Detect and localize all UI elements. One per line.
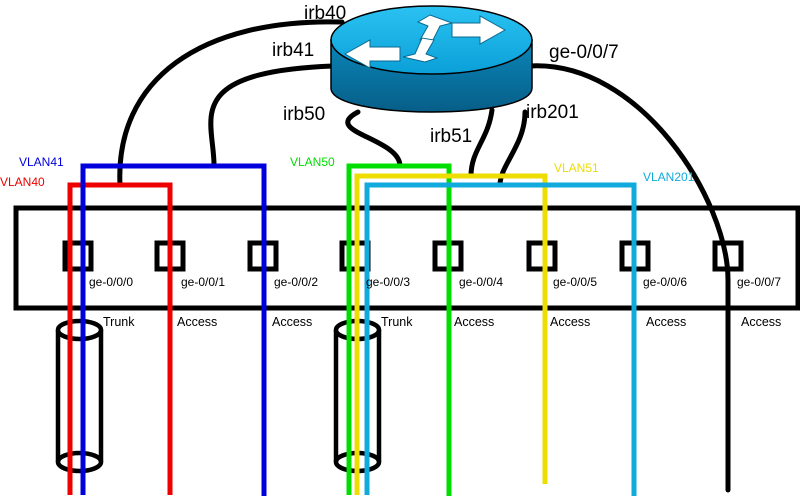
port-mode-label: Access <box>646 315 686 329</box>
label-irb201: irb201 <box>526 102 579 123</box>
port-label: ge-0/0/2 <box>274 275 318 289</box>
label-vlan40: VLAN40 <box>0 175 45 189</box>
vlan50-wire <box>346 163 452 496</box>
switch-chassis <box>13 205 800 311</box>
label-irb51: irb51 <box>430 126 472 147</box>
vlan-labels: VLAN41 VLAN40 VLAN50 VLAN51 VLAN201 <box>0 155 695 189</box>
port-mode-label: Access <box>272 315 312 329</box>
router-interface-labels: irb40 irb41 irb50 irb51 irb201 ge-0/0/7 <box>272 3 619 147</box>
label-vlan41: VLAN41 <box>19 155 64 169</box>
port-label: ge-0/0/7 <box>737 275 781 289</box>
vlan201-wire <box>364 182 637 496</box>
port-label: ge-0/0/1 <box>181 275 225 289</box>
port-label: ge-0/0/3 <box>366 275 410 289</box>
label-ge-0-0-7: ge-0/0/7 <box>549 42 619 63</box>
label-vlan50: VLAN50 <box>290 155 335 169</box>
label-vlan51: VLAN51 <box>554 161 599 175</box>
port-mode-label: Access <box>454 315 494 329</box>
link-ge-0-0-7 <box>527 63 731 493</box>
vlan41-wire <box>80 163 267 496</box>
link-irb50 <box>345 109 403 169</box>
label-vlan201: VLAN201 <box>643 170 695 184</box>
vlan51-wire <box>354 173 548 495</box>
port-label: ge-0/0/6 <box>643 275 687 289</box>
port-mode-label: Access <box>550 315 590 329</box>
label-irb41: irb41 <box>272 40 314 61</box>
label-irb50: irb50 <box>283 104 325 125</box>
port-label: ge-0/0/5 <box>553 275 597 289</box>
label-irb40: irb40 <box>304 3 346 24</box>
port-mode-labels: Trunk Access Access Trunk Access Access … <box>103 315 781 329</box>
router-icon[interactable] <box>330 5 533 113</box>
port-mode-label: Trunk <box>103 315 135 329</box>
port-name-labels: ge-0/0/0 ge-0/0/1 ge-0/0/2 ge-0/0/3 ge-0… <box>89 275 781 289</box>
port-mode-label: Access <box>741 315 781 329</box>
port-mode-label: Trunk <box>381 315 413 329</box>
port-label: ge-0/0/0 <box>89 275 133 289</box>
port-label: ge-0/0/4 <box>459 275 503 289</box>
link-irb41 <box>208 63 336 168</box>
vlan40-wire <box>67 182 173 495</box>
link-irb51 <box>468 107 495 179</box>
port-mode-label: Access <box>177 315 217 329</box>
port-ge-0-0-5[interactable] <box>526 240 558 272</box>
cable-bundle-icon <box>55 318 104 474</box>
link-irb201 <box>497 109 528 188</box>
link-irb40 <box>117 19 345 188</box>
